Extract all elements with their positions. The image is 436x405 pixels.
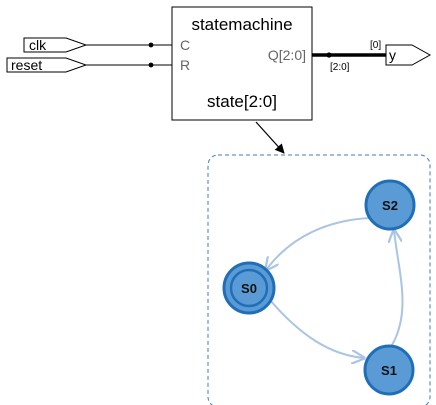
- transition-s1-s2: [392, 230, 404, 346]
- output-port-y-label: y: [389, 47, 396, 63]
- state-s2-circle: [364, 179, 416, 231]
- transition-s2-s0: [266, 217, 371, 270]
- fsm-link-arrow: [255, 121, 285, 154]
- port-q-label: Q[2:0]: [268, 47, 306, 63]
- statemachine-block[interactable]: statemachine C R Q[2:0] state[2:0]: [171, 6, 313, 121]
- statemachine-block-body: [171, 6, 313, 121]
- state-s1-circle: [363, 344, 415, 396]
- bus-range-label: [2:0]: [330, 62, 350, 73]
- bit-index-label: [0]: [370, 40, 381, 51]
- input-port-reset[interactable]: reset: [6, 57, 88, 73]
- state-s2-label: S2: [382, 198, 398, 213]
- statemachine-title: statemachine: [191, 15, 292, 34]
- state-s1[interactable]: S1: [363, 344, 415, 396]
- state-s1-label: S1: [381, 363, 397, 378]
- input-port-clk-shape: [23, 37, 88, 53]
- clk-junction: [148, 42, 154, 48]
- state-s0-label: S0: [241, 281, 257, 296]
- input-port-clk[interactable]: clk: [23, 37, 88, 53]
- state-s0[interactable]: S0: [222, 261, 276, 315]
- input-port-clk-label: clk: [29, 37, 47, 53]
- state-s2[interactable]: S2: [364, 179, 416, 231]
- input-port-reset-label: reset: [11, 57, 42, 73]
- output-port-y-shape: [385, 44, 432, 66]
- bus-junction: [326, 52, 332, 58]
- reset-junction: [148, 62, 154, 68]
- output-port-y[interactable]: y: [385, 44, 432, 66]
- state-register-label: state[2:0]: [207, 92, 277, 111]
- input-port-reset-shape: [6, 57, 88, 73]
- state-s0-inner-ring: [229, 268, 269, 308]
- port-c-label: C: [180, 37, 190, 53]
- fsm-frame: [207, 154, 431, 405]
- transition-s0-s1: [269, 299, 364, 358]
- port-r-label: R: [180, 57, 190, 73]
